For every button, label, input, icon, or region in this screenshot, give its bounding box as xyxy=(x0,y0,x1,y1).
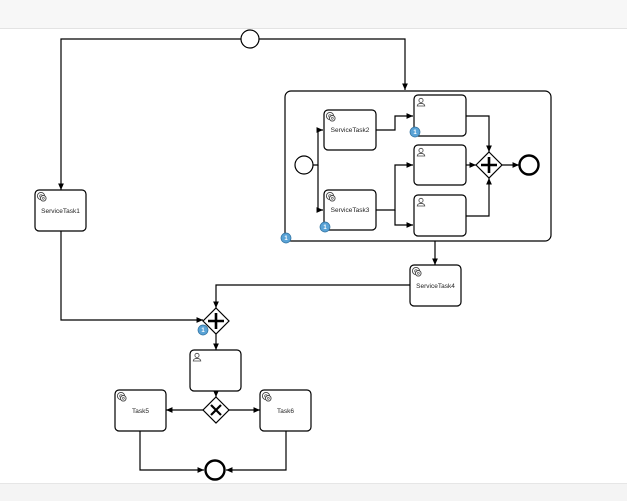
flow-task6-to-end[interactable] xyxy=(226,431,287,473)
task-label: ServiceTask3 xyxy=(331,207,370,214)
task-service3[interactable]: ServiceTask3 xyxy=(323,189,377,231)
badge-count: 1 xyxy=(323,225,327,231)
subprocess[interactable] xyxy=(284,90,552,242)
flow-start-to-subprocess[interactable] xyxy=(259,38,408,90)
flow-service4-to-gateway[interactable] xyxy=(213,284,410,308)
task-user-main[interactable] xyxy=(189,349,242,392)
flow-start-to-service1[interactable] xyxy=(58,38,241,190)
exclusive-gateway[interactable] xyxy=(202,396,230,424)
task-service4[interactable]: ServiceTask4 xyxy=(409,264,462,307)
task-label: ServiceTask1 xyxy=(41,208,80,215)
flow-service3-to-usersub3[interactable] xyxy=(394,210,413,228)
task-label: ServiceTask2 xyxy=(331,127,370,134)
badge-subprocess[interactable]: 1 xyxy=(280,232,292,244)
sequence-flows xyxy=(58,38,519,473)
parallel-gateway-main[interactable] xyxy=(202,307,230,335)
status-bar xyxy=(0,483,627,501)
task-task5[interactable]: Task5 xyxy=(114,389,167,432)
flow-service3-to-usersub2[interactable] xyxy=(376,162,413,211)
badge-usersub1[interactable]: 1 xyxy=(409,126,421,138)
flow-service1-to-gateway[interactable] xyxy=(60,231,203,323)
flow-sub-start-to-service2[interactable] xyxy=(313,127,323,166)
flow-usersub1-to-parallel[interactable] xyxy=(466,115,492,152)
badge-count: 1 xyxy=(284,236,288,242)
task-user-sub2[interactable] xyxy=(413,144,467,186)
task-service2[interactable]: ServiceTask2 xyxy=(323,109,377,151)
task-service1[interactable]: ServiceTask1 xyxy=(34,189,87,232)
start-event[interactable] xyxy=(240,29,260,49)
badge-count: 1 xyxy=(413,130,417,136)
flow-usersub3-to-parallel[interactable] xyxy=(466,178,492,217)
badge-count: 1 xyxy=(201,328,205,334)
badge-service3[interactable]: 1 xyxy=(319,221,331,233)
end-event[interactable] xyxy=(204,459,226,481)
task-user-sub1[interactable] xyxy=(413,94,467,137)
toolbar xyxy=(0,0,627,29)
sub-start-event[interactable] xyxy=(294,155,314,175)
flow-service2-to-usersub1[interactable] xyxy=(376,113,413,131)
sub-end-event[interactable] xyxy=(518,154,540,176)
task-label: Task6 xyxy=(277,408,294,415)
task-label: Task5 xyxy=(132,408,149,415)
flow-task5-to-end[interactable] xyxy=(139,431,204,473)
task-task6[interactable]: Task6 xyxy=(259,389,312,432)
task-user-sub3[interactable] xyxy=(413,194,467,237)
task-label: ServiceTask4 xyxy=(416,283,455,290)
badge-gateway[interactable]: 1 xyxy=(197,324,209,336)
flow-sub-start-to-service3[interactable] xyxy=(316,165,323,213)
parallel-gateway-sub[interactable] xyxy=(475,151,503,179)
